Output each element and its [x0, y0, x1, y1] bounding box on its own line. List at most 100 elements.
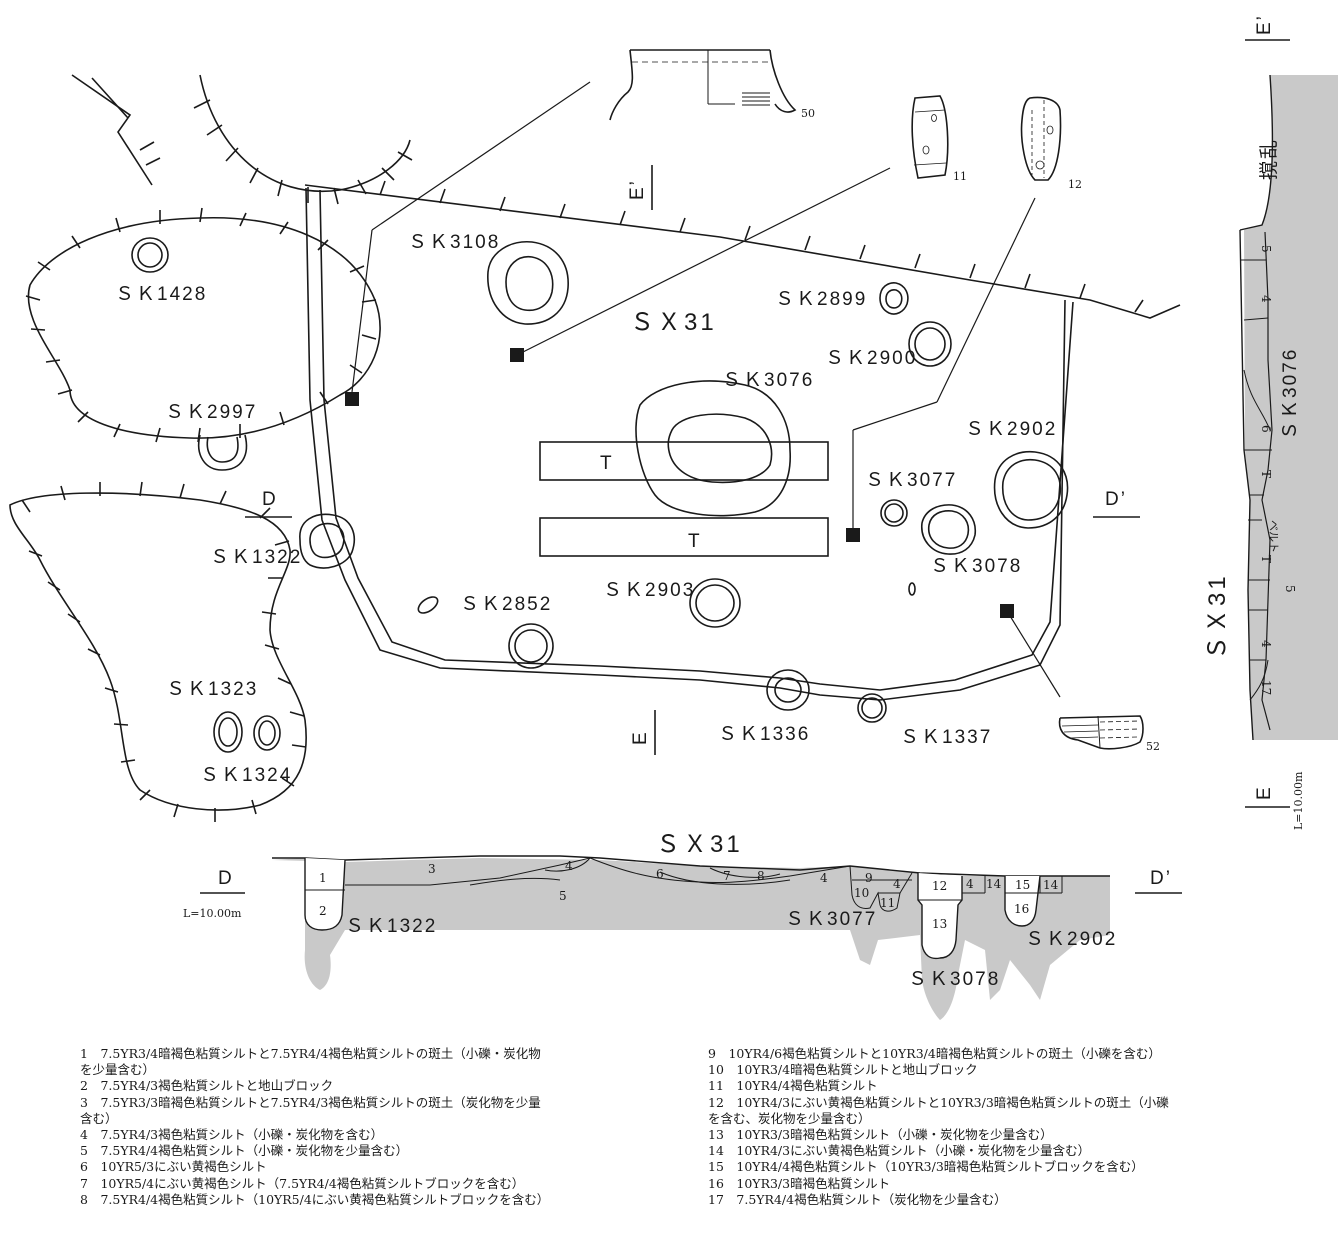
legend-line: 5 7.5YR4/4褐色粘質シルト（小礫・炭化物を少量含む）: [80, 1143, 409, 1159]
label-sk1428: ＳＫ1428: [115, 284, 207, 305]
e-layer-t1: T: [1259, 470, 1273, 478]
label-sk2997: ＳＫ2997: [165, 402, 257, 423]
label-sk3108: ＳＫ3108: [408, 232, 500, 253]
label-disturbance: 撹乱: [1258, 138, 1280, 180]
terrace-boundary: [304, 180, 1181, 319]
d-layer-15: 15: [1015, 878, 1030, 892]
sk2900-pit: [908, 321, 952, 367]
d-layer-14b: 14: [1043, 878, 1059, 892]
d-layer-4a: 4: [565, 859, 573, 873]
d-section: [200, 855, 1182, 1020]
sk2997-pit: [198, 434, 248, 471]
find-spot-markers: [345, 81, 1061, 698]
legend-line: 7 10YR5/4にぶい黄褐色シルト（7.5YR4/4褐色粘質シルトブロックを含…: [80, 1175, 525, 1191]
legend-line: 14 10YR4/3にぶい黄褐色粘質シルト（小礫・炭化物を少量含む）: [708, 1143, 1091, 1159]
d-layer-8: 8: [757, 869, 765, 883]
label-trench-upper: T: [600, 453, 614, 474]
artifact-12-drawing: [1020, 96, 1062, 181]
e-layer-5a: 5: [1259, 245, 1273, 253]
label-sk2852: ＳＫ2852: [460, 594, 552, 615]
label-trench-lower: T: [688, 531, 702, 552]
label-sk1324: ＳＫ1324: [200, 765, 292, 786]
label-sk3077: ＳＫ3077: [865, 470, 957, 491]
label-artifact-52: 52: [1146, 740, 1160, 753]
label-e-plan: E: [630, 730, 651, 745]
sk3077-pit: [880, 499, 908, 527]
e-layer-5b: 5: [1283, 585, 1297, 593]
label-d-prime-plan: D’: [1105, 489, 1127, 510]
label-sk1322: ＳＫ1322: [210, 547, 302, 568]
label-sx31-plan: ＳＸ31: [630, 309, 717, 336]
e-layer-17: 17: [1259, 680, 1273, 695]
legend-line: 2 7.5YR4/3褐色粘質シルトと地山ブロック: [80, 1078, 334, 1094]
label-sk2899: ＳＫ2899: [775, 289, 867, 310]
e-layer-t2: T: [1259, 555, 1273, 563]
label-sec-sk2902: ＳＫ2902: [1025, 929, 1117, 950]
sk1336-pit: [766, 669, 810, 711]
label-sk2902: ＳＫ2902: [965, 419, 1057, 440]
d-layer-9: 9: [865, 871, 873, 885]
label-artifact-50: 50: [801, 107, 815, 120]
sk2899-pit: [879, 282, 909, 315]
label-sec-sk3078: ＳＫ3078: [908, 969, 1000, 990]
label-belt: ベルト: [1267, 520, 1280, 553]
e-layer-4a: 4: [1259, 295, 1273, 303]
legend-line: 9 10YR4/6褐色粘質シルトと10YR3/4暗褐色粘質シルトの斑土（小礫を含…: [708, 1046, 1161, 1061]
label-sk1323: ＳＫ1323: [166, 679, 258, 700]
legend-line: 6 10YR5/3にぶい黄褐色シルト: [80, 1159, 267, 1175]
wedge-feature: [71, 74, 161, 186]
legend-line: 17 7.5YR4/4褐色粘質シルト（炭化物を少量含む）: [708, 1191, 1007, 1207]
label-level-e: L=10.00m: [1292, 771, 1305, 830]
sk3078-pit: [908, 504, 977, 596]
legend-line: 1 7.5YR3/4暗褐色粘質シルトと7.5YR4/4褐色粘質シルトの斑土（小礫…: [80, 1046, 541, 1061]
plan-labels: ＳＫ3108 ＳＫ1428 ＳＸ31 ＳＫ2899 ＳＫ2900 ＳＫ3076 …: [115, 107, 1160, 786]
legend-line: 12 10YR4/3にぶい黄褐色粘質シルトと10YR3/3暗褐色粘質シルトの斑土…: [708, 1094, 1169, 1110]
sk1337-pit: [857, 693, 887, 723]
d-layer-4c: 4: [893, 877, 901, 891]
d-layer-12: 12: [932, 879, 947, 893]
legend-line: を含む、炭化物を少量含む）: [708, 1110, 871, 1126]
sk2902-pit: [993, 451, 1069, 529]
section-markers: [651, 165, 1140, 755]
arc-pit-top: [193, 74, 413, 205]
d-layer-6: 6: [656, 867, 664, 881]
d-layer-11: 11: [880, 896, 895, 910]
label-sk2900: ＳＫ2900: [825, 348, 917, 369]
label-sk1337: ＳＫ1337: [900, 727, 992, 748]
legend-line: 3 7.5YR3/3暗褐色粘質シルトと7.5YR4/3褐色粘質シルトの斑土（炭化…: [80, 1094, 541, 1110]
legend-left: 1 7.5YR3/4暗褐色粘質シルトと7.5YR4/4褐色粘質シルトの斑土（小礫…: [80, 1046, 680, 1208]
d-layer-14a: 14: [986, 877, 1002, 891]
e-section-labels: E’ E 撹乱 ＳＫ3076 ＳＸ31 L=10.00m ベルト 5 4 6 T…: [1204, 14, 1305, 830]
legend-line: 10 10YR3/4暗褐色粘質シルトと地山ブロック: [708, 1062, 978, 1078]
label-d-prime-section: D’: [1150, 868, 1172, 889]
sx31-ditch: [305, 187, 1074, 701]
trench-rects: [539, 441, 829, 557]
label-sec-sk3077: ＳＫ3077: [785, 909, 877, 930]
label-e-section: E: [1254, 785, 1275, 800]
label-artifact-12: 12: [1068, 178, 1082, 191]
legend-line: 15 10YR4/4褐色粘質シルト（10YR3/3暗褐色粘質シルトブロックを含む…: [708, 1159, 1144, 1175]
label-d-plan: D: [262, 489, 278, 510]
d-layer-4b: 4: [820, 871, 828, 885]
sk1322-pit: [245, 513, 356, 569]
d-layer-16: 16: [1014, 902, 1029, 916]
label-sx31-vertical: ＳＸ31: [1204, 573, 1231, 660]
label-sk3076-vertical: ＳＫ3076: [1280, 348, 1301, 440]
e-section: [1239, 39, 1338, 808]
d-layer-1: 1: [319, 871, 327, 885]
d-layer-7: 7: [723, 869, 731, 883]
label-sk3078: ＳＫ3078: [930, 556, 1022, 577]
sk2852-pit: [417, 596, 554, 669]
sk1323-pit: [9, 481, 307, 822]
d-layer-4d: 4: [966, 877, 974, 891]
d-section-labels: ＳＸ31 D D’ L=10.00m ＳＫ1322 ＳＫ3077 ＳＫ3078 …: [183, 831, 1172, 990]
label-level-d: L=10.00m: [183, 907, 242, 920]
legend-line: 11 10YR4/4褐色粘質シルト: [708, 1078, 878, 1094]
sk3076-pit: [635, 380, 791, 517]
legend-line: を少量含む）: [80, 1062, 156, 1078]
artifact-50-drawing: [609, 49, 797, 121]
artifact-11-drawing: [911, 95, 949, 179]
e-layer-6: 6: [1259, 425, 1273, 433]
legend-line: 13 10YR3/3暗褐色粘質シルト（小礫・炭化物を少量含む）: [708, 1127, 1053, 1143]
legend-right: 9 10YR4/6褐色粘質シルトと10YR3/4暗褐色粘質シルトの斑土（小礫を含…: [708, 1046, 1318, 1208]
